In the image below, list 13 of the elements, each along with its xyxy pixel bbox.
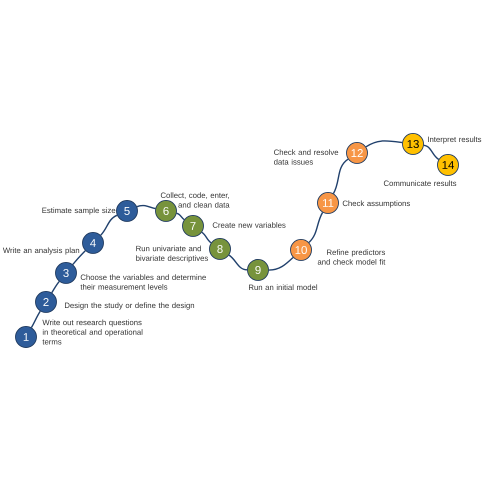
curve-line: [136, 204, 156, 210]
curve-line: [366, 140, 402, 148]
curve-line: [202, 232, 212, 244]
curve-line: [268, 257, 294, 271]
curve-line: [72, 250, 86, 265]
curve-line: [30, 310, 41, 328]
curve-line: [51, 281, 60, 294]
curve-line: [228, 254, 248, 271]
curve-line: [332, 158, 348, 194]
curve-line: [176, 212, 185, 220]
curve-line: [424, 144, 440, 160]
curve-line: [308, 212, 324, 243]
curve-line: [100, 214, 118, 236]
